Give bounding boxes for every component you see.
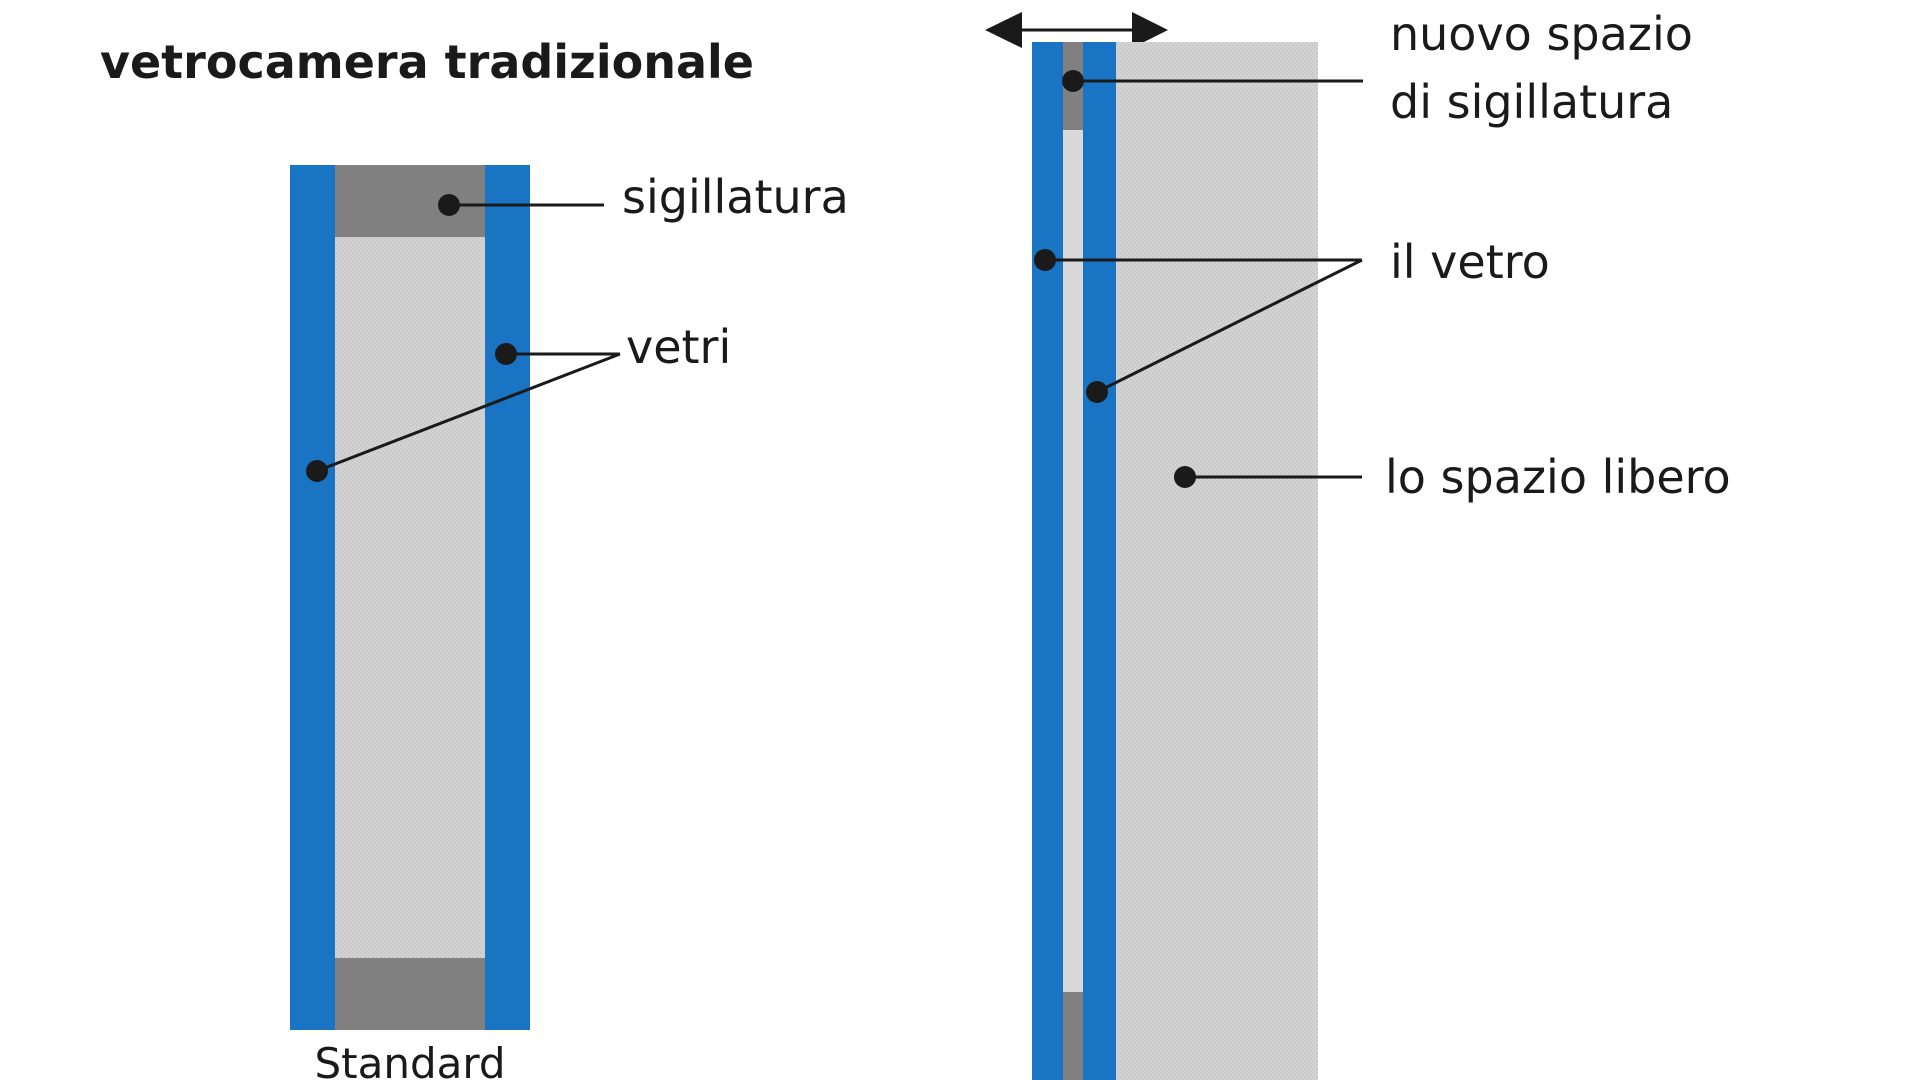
free-space-area: [1116, 42, 1318, 1080]
dimension-arrow-left-icon: [985, 12, 1022, 48]
thin-glass-pane-right: [1083, 42, 1116, 1080]
traditional-glazing-panel: vetrocamera tradizionale sigillatura vet…: [100, 35, 849, 1080]
thin-glass-pane-left: [1032, 42, 1063, 1080]
new-seal-label-line1: nuovo spazio: [1390, 7, 1693, 61]
glass-pane-right: [485, 165, 530, 1030]
new-seal-label-line2: di sigillatura: [1390, 75, 1673, 129]
thin-seal-bottom: [1063, 992, 1083, 1080]
glass-label: il vetro: [1390, 235, 1550, 289]
glasses-label: vetri: [626, 320, 731, 374]
panel-caption: Standard: [314, 1039, 505, 1080]
new-glazing-panel: nuovo spazio di sigillatura il vetro lo …: [985, 7, 1731, 1080]
thin-gap: [1063, 42, 1083, 1080]
dimension-arrow-right-icon: [1132, 12, 1168, 48]
free-space-label: lo spazio libero: [1385, 450, 1731, 504]
glass-leader-diagonal-right: [1096, 258, 1363, 394]
panel-title: vetrocamera tradizionale: [100, 35, 754, 89]
glass-pane-left: [290, 165, 335, 1030]
air-gap: [335, 165, 485, 1030]
seal-label: sigillatura: [622, 170, 849, 224]
seal-top: [335, 165, 485, 237]
seal-bottom: [335, 958, 485, 1030]
glass-leader-diagonal: [316, 352, 621, 473]
